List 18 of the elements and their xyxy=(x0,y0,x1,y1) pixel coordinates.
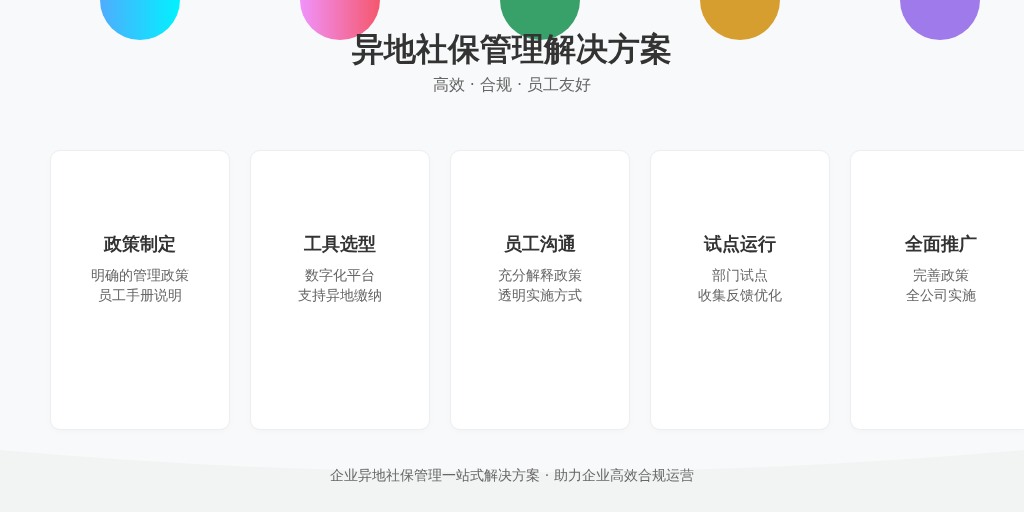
subtitle: 高效 · 合规 · 员工友好 xyxy=(432,74,592,96)
card-text: 完善政策 xyxy=(912,266,969,285)
card-text: 部门试点 xyxy=(712,266,768,285)
card-title: 政策制定 xyxy=(104,232,176,256)
card-title: 全面推广 xyxy=(904,232,977,256)
card-text: 充分解释政策 xyxy=(498,266,582,285)
card-title: 试点运行 xyxy=(704,232,776,256)
title: 异地社保管理解决方案 xyxy=(352,29,672,69)
card-text: 透明实施方式 xyxy=(498,286,582,305)
card-text: 明确的管理政策 xyxy=(91,266,189,285)
card-text: 全公司实施 xyxy=(905,286,976,305)
footer-text: 企业异地社保管理一站式解决方案 · 助力企业高效合规运营 xyxy=(330,466,694,485)
card-text: 支持异地缴纳 xyxy=(298,286,382,305)
card-title: 员工沟通 xyxy=(504,232,576,256)
card-text: 收集反馈优化 xyxy=(698,286,782,305)
card-text: 数字化平台 xyxy=(305,266,375,285)
card-title: 工具选型 xyxy=(304,232,376,256)
card-text: 员工手册说明 xyxy=(98,286,182,305)
